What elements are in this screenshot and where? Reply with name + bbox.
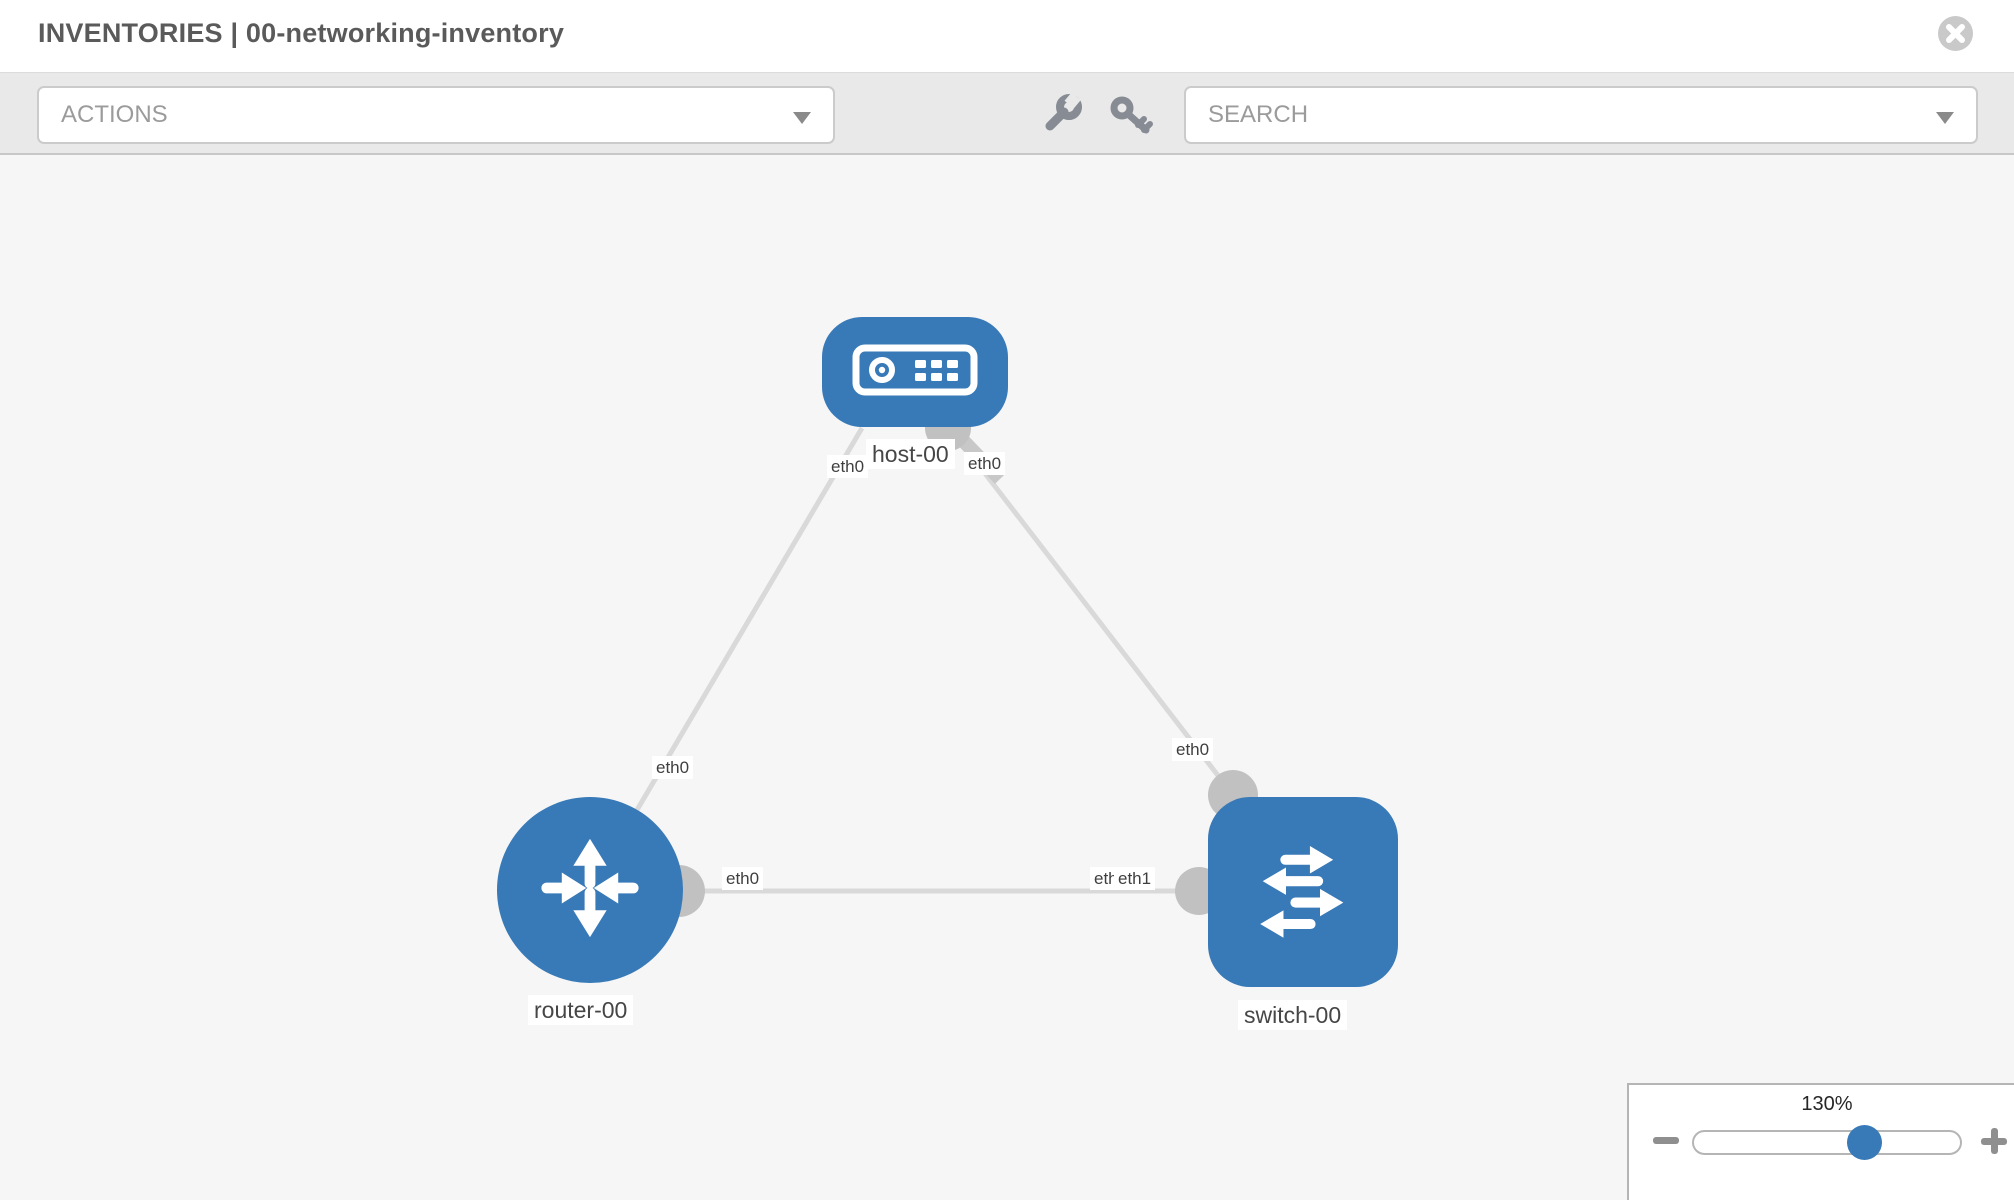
plus-icon [1991, 1128, 1998, 1154]
zoom-level: 130% [1801, 1093, 1853, 1115]
chevron-down-icon [793, 112, 811, 124]
interface-label: eth0 [652, 756, 694, 779]
close-button[interactable] [1938, 16, 1973, 51]
header: INVENTORIES | 00-networking-inventory [0, 0, 2014, 72]
interface-label: eth0 [722, 867, 764, 890]
search-dropdown-label: SEARCH [1208, 101, 1309, 128]
edge-host-switch [948, 426, 1235, 797]
router-icon [530, 828, 650, 953]
zoom-slider-track[interactable] [1692, 1130, 1962, 1155]
node-label-router: router-00 [528, 995, 634, 1025]
zoom-out-button[interactable] [1653, 1137, 1679, 1144]
wrench-button[interactable] [1040, 92, 1084, 142]
chevron-down-icon [1936, 112, 1954, 124]
actions-dropdown[interactable]: ACTIONS [37, 86, 835, 144]
node-label-switch: switch-00 [1238, 1000, 1348, 1030]
zoom-slider-knob[interactable] [1847, 1125, 1882, 1160]
topology-edges [634, 405, 1258, 917]
host-icon [849, 339, 981, 406]
actions-dropdown-label: ACTIONS [61, 101, 168, 128]
node-label-host: host-00 [866, 439, 955, 469]
wrench-icon [1040, 92, 1084, 141]
edge-host-router [634, 426, 865, 812]
node-router-00[interactable] [497, 797, 683, 983]
node-switch-00[interactable] [1208, 797, 1398, 987]
zoom-panel: 130% [1627, 1083, 2014, 1200]
zoom-in-button[interactable] [1981, 1128, 2007, 1154]
search-dropdown[interactable]: SEARCH [1184, 86, 1978, 144]
topology-canvas[interactable]: eth0 eth0 eth0 eth0 eth0 eth0 eth1 host-… [0, 155, 2014, 1200]
toolbar: ACTIONS SEARCH [0, 72, 2014, 155]
interface-label: eth0 [827, 455, 869, 478]
interface-label: eth0 [964, 452, 1006, 475]
page-title: INVENTORIES | 00-networking-inventory [38, 18, 565, 48]
node-host-00[interactable] [822, 317, 1008, 427]
interface-label: eth1 [1114, 867, 1156, 890]
interface-label: eth0 [1172, 738, 1214, 761]
key-icon [1108, 96, 1154, 143]
key-button[interactable] [1108, 95, 1154, 144]
switch-icon [1240, 827, 1366, 958]
